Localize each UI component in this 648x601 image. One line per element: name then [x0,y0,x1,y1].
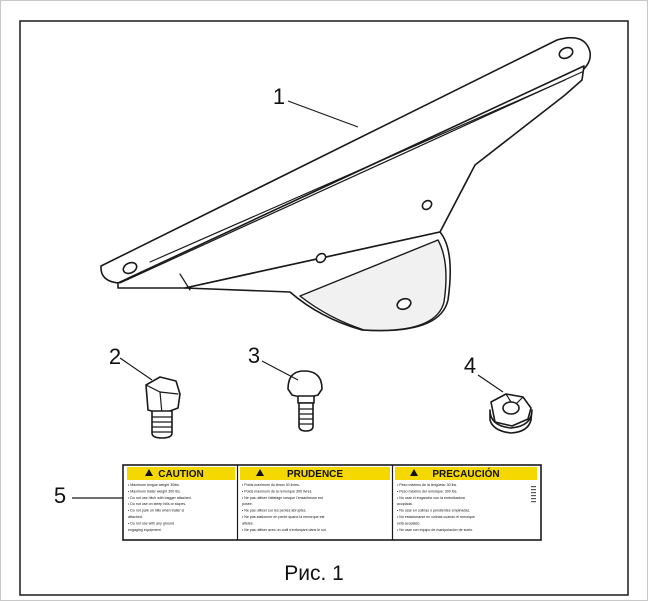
flange-nut-flange [489,409,533,434]
bracket-hole-lower [315,252,327,264]
warning-triangle-icon [256,469,264,476]
hex-bolt-threads [151,416,173,433]
decal-line: está acoplado. [397,521,420,525]
decal-line: • Ne pas utiliser avec un outil s'enfonç… [242,528,327,532]
decal-line: • Poids maximum de la remorque 300 livre… [242,489,312,493]
decal-frame [122,464,542,541]
decal-code-mark [531,501,536,503]
callout-4: 4 [464,353,476,378]
decal-text-prudence: • Poids maximum du timon 30 livres. • Poi… [242,483,327,532]
decal-code-mark [531,489,536,491]
carriage-bolt [287,370,323,432]
decal-header-precaucion [395,467,537,480]
warning-decal: CAUTION PRUDENCE PRECAUCIÓN • Maximum to… [122,464,542,541]
decal-line: • Maximum tongue weight 30lbs. [128,483,180,487]
leader-line-1 [287,100,359,128]
flange-nut-hole [502,401,520,415]
flange-nut-facets [505,393,524,404]
decal-line: engaging equipment. [128,528,162,532]
callout-2: 2 [109,344,121,369]
decal-line: • Do not use on steep hills or slopes. [128,502,186,506]
bracket-hole-right [558,46,574,60]
leader-line-4 [477,374,504,393]
decal-header-caution [127,467,235,480]
bracket-top-crease [149,79,566,263]
bracket-gusset-edge [439,174,471,233]
carriage-bolt-shank [298,402,314,432]
decal-line: • Do not use hitch with bagger attached. [128,496,192,500]
hex-bolt-shank [151,410,173,439]
decal-code-mark [531,498,536,500]
decal-title-prudence: PRUDENCE [287,469,343,480]
leader-line-2 [119,357,153,381]
decal-line: • Ne pas utiliser sur les pentes abrupte… [242,509,306,513]
decal-line: posée. [242,502,253,506]
decal-title-precaucion: PRECAUCIÓN [432,467,499,480]
hex-bolt [145,376,181,439]
decal-title-caution: CAUTION [158,469,204,480]
decal-line: • Poids maximum du timon 30 livres. [242,483,300,487]
decal-text-caution: • Maximum tongue weight 30lbs. • Maximum … [128,483,192,532]
decal-line: • Ne pas stationner en pente quand la re… [242,515,324,519]
decal-code-mark [531,492,536,494]
figure-caption: Рис. 1 [284,562,344,585]
decal-text-precaucion: • Peso máximo de la lengüeta: 30 lbs. • P… [397,483,475,532]
bracket-lower-crease [179,273,191,291]
decal-code-mark [531,486,536,488]
leader-line-3 [261,360,299,381]
decal-line: • Do not park on hills when trailer is [128,509,184,513]
carriage-bolt-threads [298,408,314,425]
decal-line: acoplada. [397,502,413,506]
carriage-bolt-head [287,370,323,398]
decal-line: • No usar con equipo de manipulación de … [397,528,473,532]
hex-bolt-head [145,376,181,415]
callout-3: 3 [248,343,260,368]
bracket-back-flange [100,36,592,284]
decal-line: • Peso máximo del remolque: 300 lbs. [397,489,457,493]
bracket-tongue-plate [299,239,447,332]
decal-code-mark [531,495,536,497]
bracket-hole-tongue [396,297,412,311]
callout-1: 1 [273,84,285,109]
decal-line: • No usar el enganche con la embolsadora [397,496,465,500]
carriage-bolt-neck [297,395,315,404]
decal-line: • Ne pas utiliser l'attelage lorsque l'e… [242,496,323,500]
callout-5: 5 [54,483,66,508]
bracket-bend-line [119,71,583,284]
hitch-bracket [100,36,592,332]
decal-header-prudence [240,467,390,480]
bracket-hole-left [122,261,138,275]
decal-line: • Do not use with any ground [128,521,174,525]
decal-line: • No estacionarse en colinas cuando el r… [397,515,475,519]
flange-nut [489,393,533,434]
warning-triangle-icon [145,469,153,476]
warning-triangle-icon [410,469,418,476]
decal-part-code-marks [531,486,536,503]
decal-line: • Peso máximo de la lengüeta: 30 lbs. [397,483,457,487]
figure-frame [19,20,629,596]
decal-line: • Maximum trailer weight 300 lbs. [128,489,181,493]
decal-line: • No usar en colinas o pendientes empina… [397,509,470,513]
decal-line: attached. [128,515,143,519]
bracket-hole-middle [421,199,433,211]
decal-line: attelée. [242,521,254,525]
